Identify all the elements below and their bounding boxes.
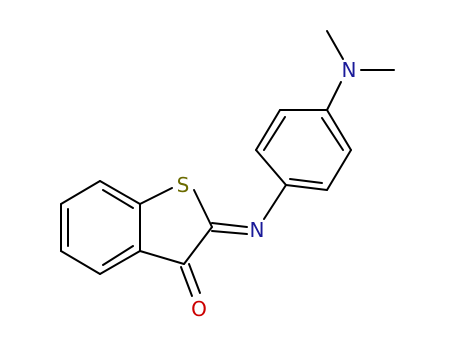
bond-aryl-5 xyxy=(326,149,352,191)
bond-c2-n-1 xyxy=(211,222,248,228)
bond-aryl-2 xyxy=(255,109,281,151)
bond-lines xyxy=(60,30,395,297)
bond-c2-n-2 xyxy=(211,230,248,235)
bond-aryl-inner-1 xyxy=(263,116,286,151)
bond-c3-o-2 xyxy=(188,263,201,294)
bond-benzo-4 xyxy=(60,250,101,275)
bond-benzo-1 xyxy=(99,180,141,205)
bond-c2-c3 xyxy=(183,226,213,265)
bond-aryl-n xyxy=(326,81,342,111)
atom-label-imine-nitrogen: N xyxy=(250,218,265,242)
bond-n-aryl xyxy=(263,184,287,220)
bond-benzo-inner-2 xyxy=(102,245,134,266)
bond-aryl-inner-3 xyxy=(289,178,323,184)
bond-aryl-1 xyxy=(255,149,287,186)
bond-benzo-6 xyxy=(60,180,101,205)
atom-label-amine-nitrogen: N xyxy=(342,58,357,82)
bond-c3-c3a xyxy=(139,250,185,265)
bond-benzo-3 xyxy=(99,250,141,275)
atom-label-oxygen: O xyxy=(191,297,207,321)
bond-benzo-inner-1 xyxy=(102,189,134,209)
bond-aryl-6 xyxy=(285,184,328,191)
bond-aryl-4 xyxy=(326,109,352,151)
bond-n-methyl-1 xyxy=(326,30,344,60)
atom-label-sulfur: S xyxy=(177,173,190,197)
bond-s-c2 xyxy=(193,189,213,228)
bond-c3-o-1 xyxy=(180,266,193,297)
bond-aryl-inner-2 xyxy=(321,117,344,151)
bond-c7a-s xyxy=(139,187,173,205)
